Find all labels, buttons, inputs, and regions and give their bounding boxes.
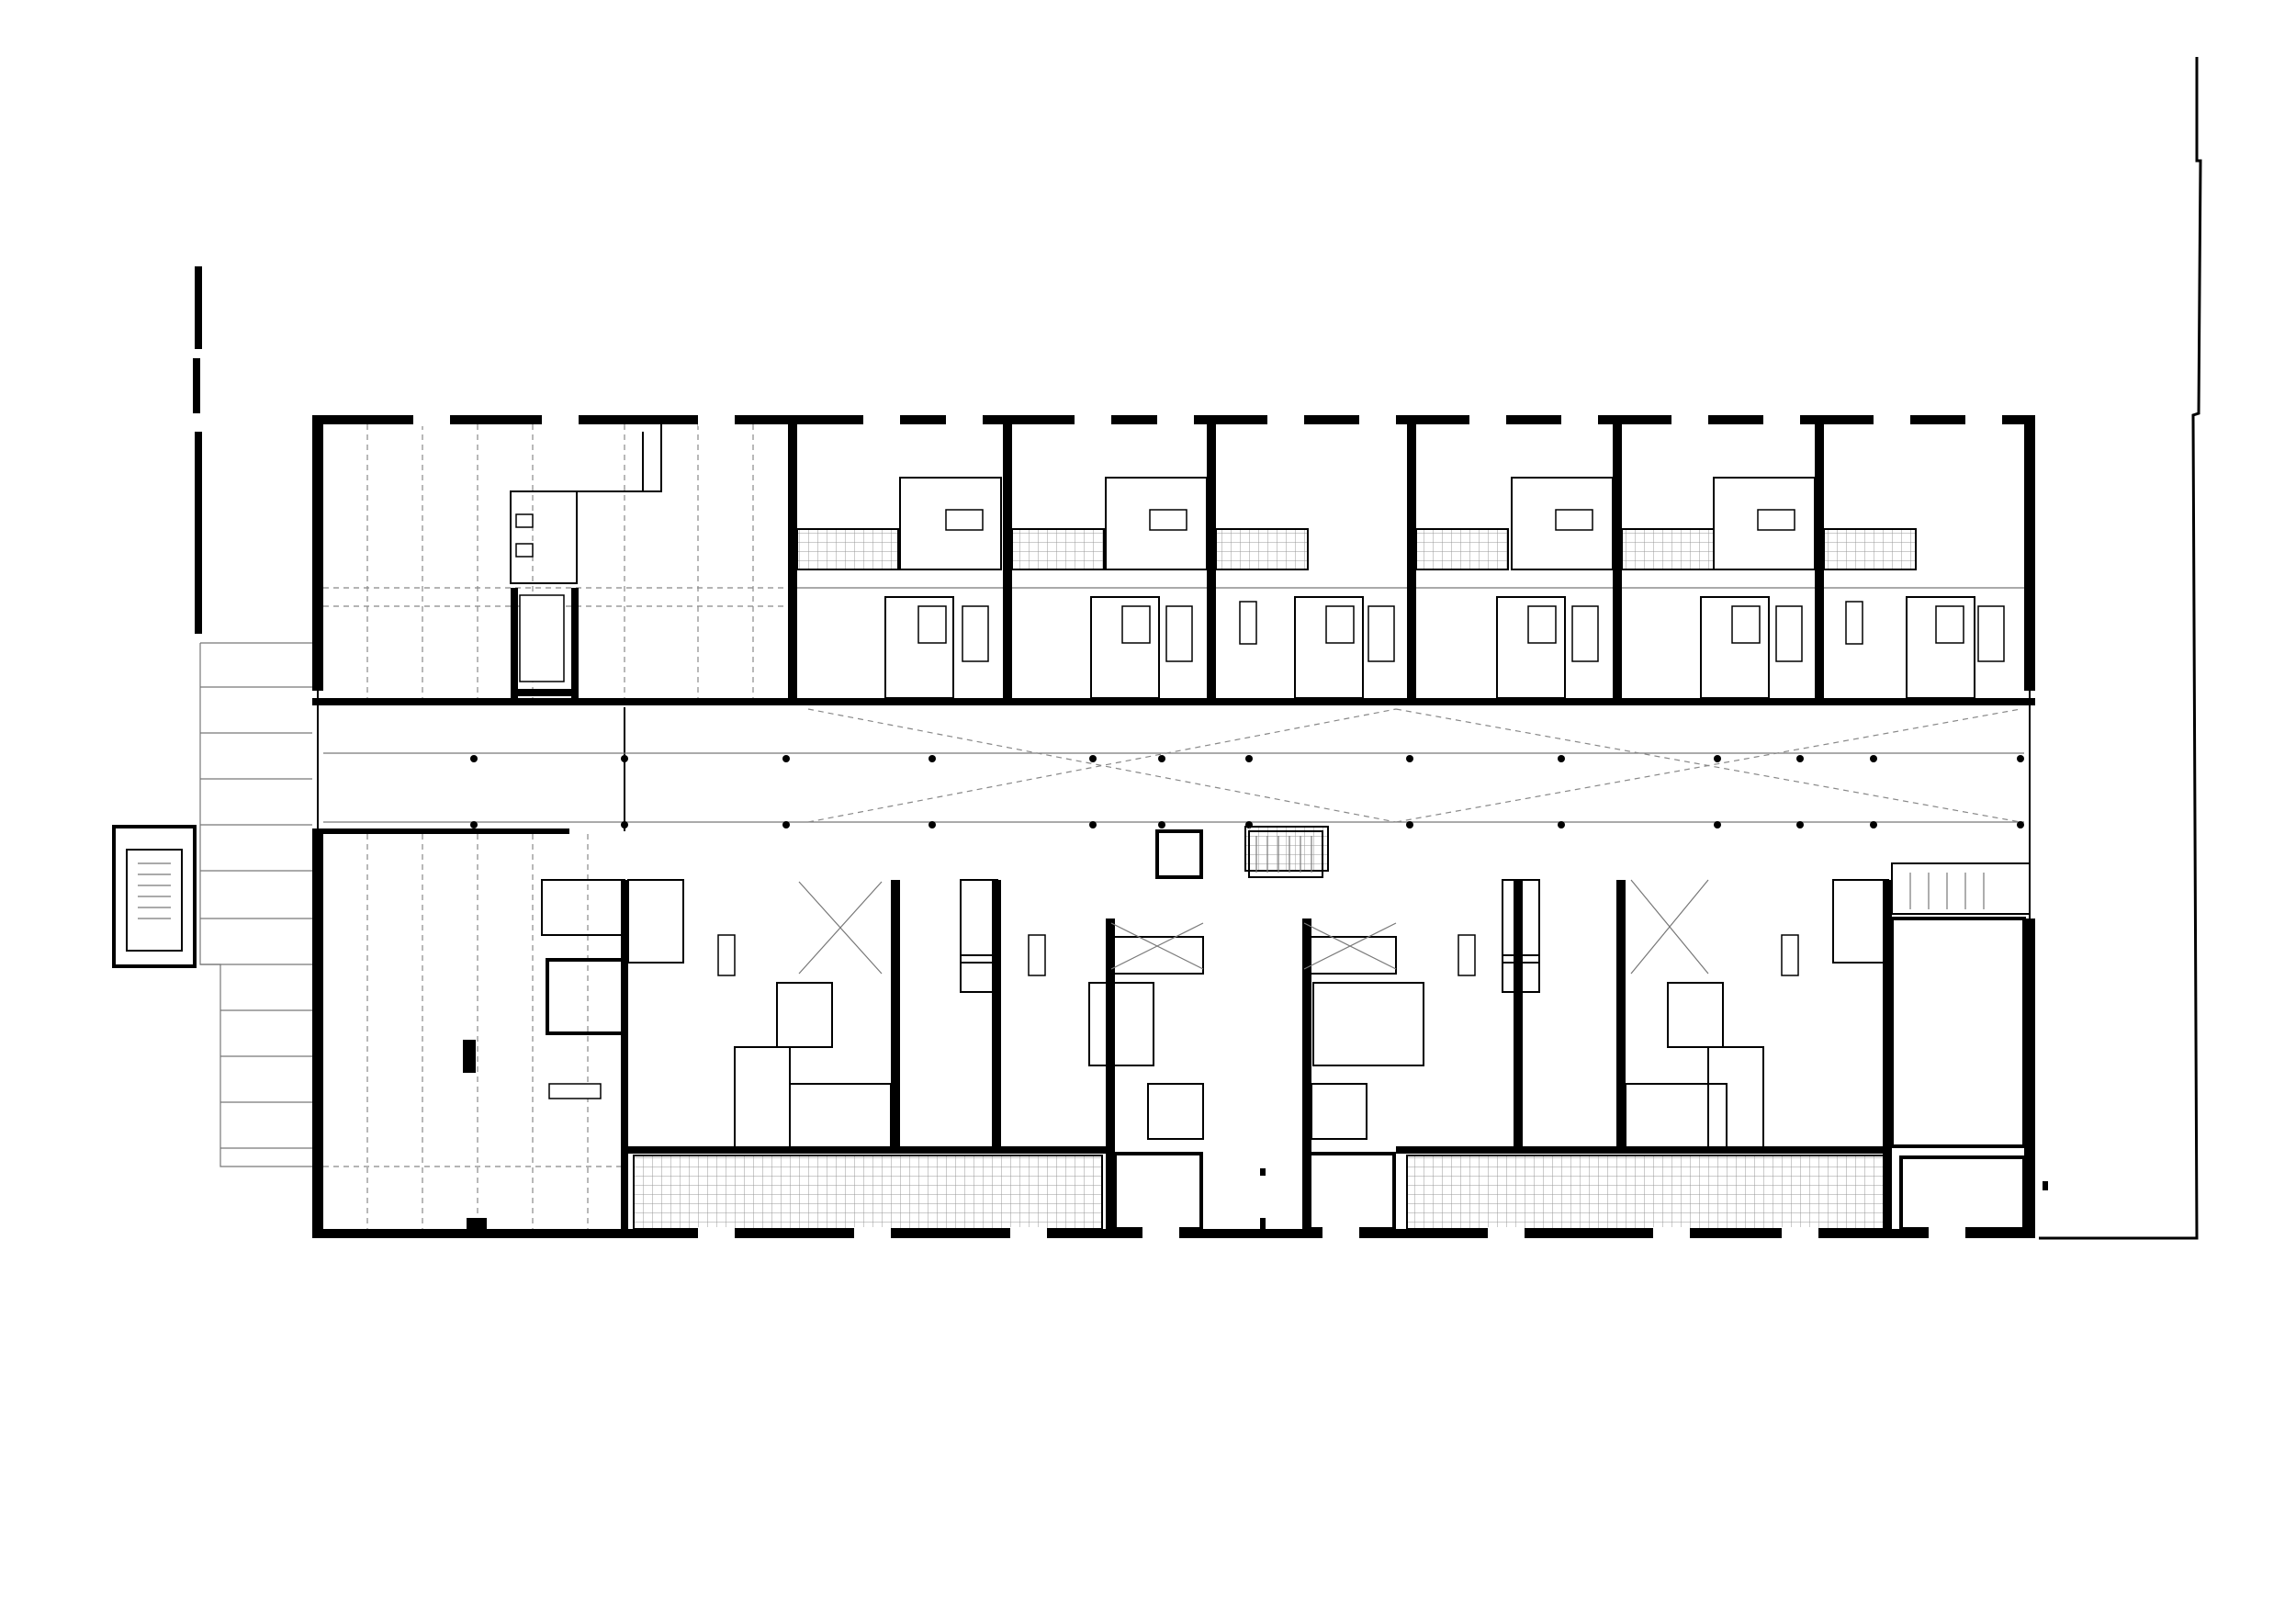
left-annex: [193, 266, 312, 1167]
north-unit-1: [796, 477, 1003, 699]
north-facade-openings: [413, 413, 2002, 426]
stair-tower-left: [112, 825, 197, 968]
north-unit-4: [1415, 477, 1614, 699]
building-shell: [312, 415, 2035, 1238]
corridor-columns: [470, 755, 2024, 828]
center-stair: [1248, 830, 1323, 878]
south-unit-4: [1625, 879, 1889, 1149]
south-units: [627, 826, 2031, 1231]
north-unit-6: [1823, 528, 2024, 699]
southeast-stair-and-room: [1890, 862, 2031, 1231]
north-unit-2: [1011, 477, 1208, 699]
central-corridor: [312, 698, 2035, 879]
north-unit-5: [1621, 477, 1816, 699]
south-facade-openings: [698, 1227, 1965, 1240]
south-unit-2: [960, 879, 1204, 1066]
north-unit-3: [1215, 528, 1407, 699]
south-unit-1: [627, 879, 892, 1149]
northwest-open-area: [323, 424, 790, 698]
south-unit-3: [1303, 879, 1540, 1066]
site-boundary: [2039, 57, 2202, 1240]
south-core-center: [1113, 826, 1396, 1231]
southwest-open-area: [323, 834, 628, 1229]
south-exterior-posts: [1260, 1168, 2048, 1229]
north-units: [788, 424, 2024, 700]
